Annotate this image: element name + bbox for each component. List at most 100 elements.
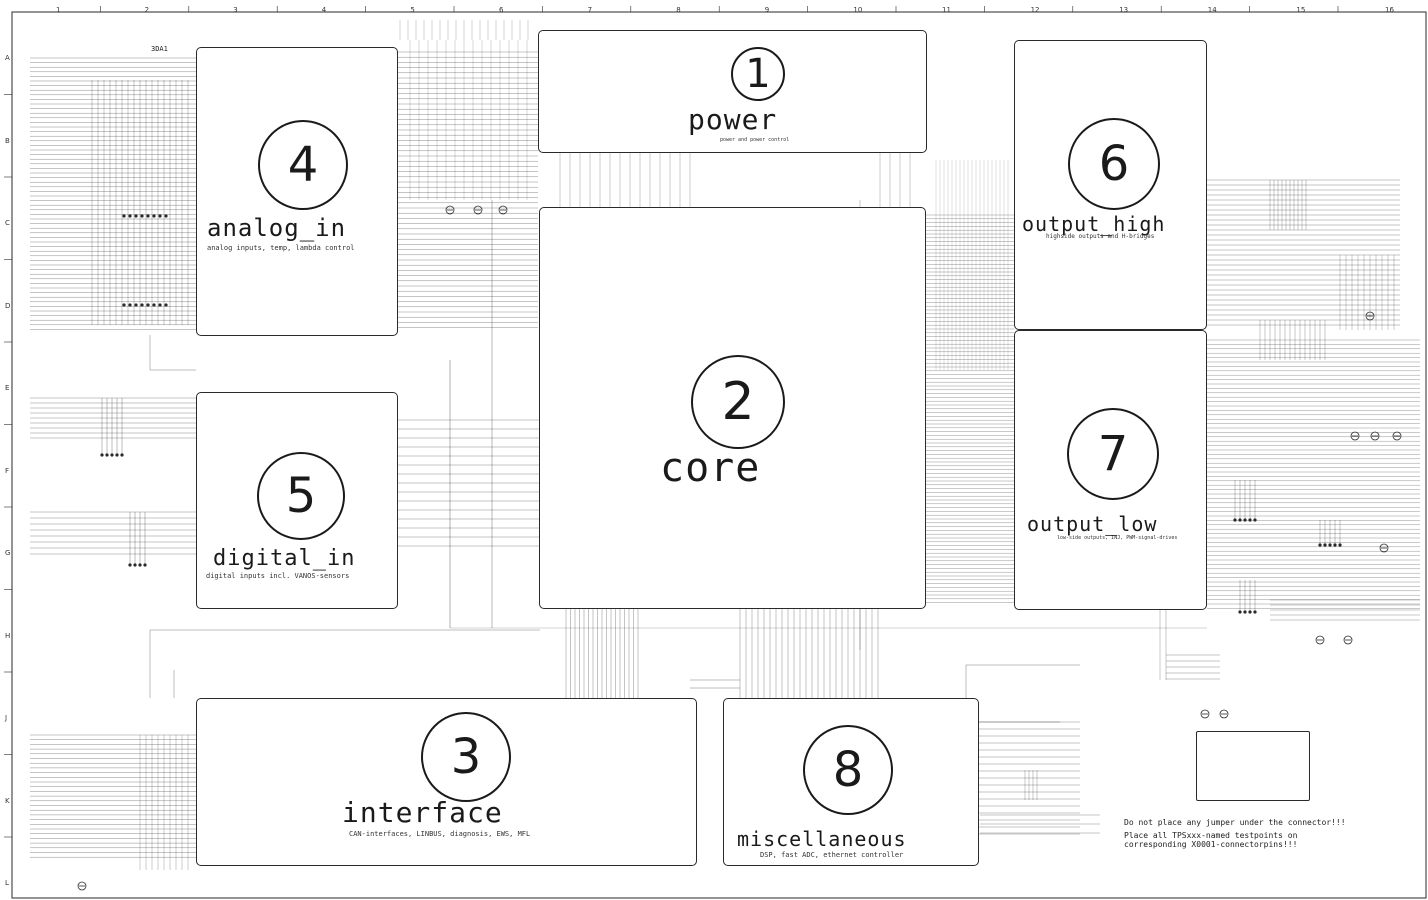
frame-column-3: 3	[233, 6, 238, 14]
junction-dot	[100, 453, 104, 457]
frame-column-4: 4	[321, 6, 327, 14]
junction-dot	[1238, 610, 1242, 614]
frame-column-12: 12	[1030, 6, 1040, 14]
junction-dot	[1248, 610, 1252, 614]
junction-dot	[140, 303, 144, 307]
block-output-high-number: 6	[1068, 118, 1160, 210]
junction-dot	[140, 214, 144, 218]
junction-dot	[1238, 518, 1242, 522]
note-testpoints-1: Place all TPSxxx-named testpoints on	[1124, 831, 1298, 840]
block-core-number: 2	[691, 355, 785, 449]
junction-dot	[1243, 610, 1247, 614]
junction-dot	[1248, 518, 1252, 522]
block-analog-in-number: 4	[258, 120, 348, 210]
junction-dot	[143, 563, 147, 567]
junction-dot	[105, 453, 109, 457]
junction-dot	[164, 303, 168, 307]
ground-symbol	[473, 205, 483, 215]
junction-dot	[146, 214, 150, 218]
junction-dot	[128, 563, 132, 567]
ground-symbol	[77, 881, 87, 891]
frame-column-9: 9	[764, 6, 770, 14]
junction-dot	[1338, 543, 1342, 547]
junction-dot	[122, 303, 126, 307]
block-interface-number: 3	[421, 712, 511, 802]
junction-dot	[115, 453, 119, 457]
frame-row-G: G	[5, 549, 11, 557]
junction-dot	[152, 303, 156, 307]
frame-row-J: J	[5, 714, 8, 722]
junction-dot	[164, 214, 168, 218]
frame-column-6: 6	[499, 6, 504, 14]
junction-dot	[120, 453, 124, 457]
ground-symbol	[1219, 709, 1229, 719]
junction-dot	[1318, 543, 1322, 547]
frame-column-7: 7	[587, 6, 593, 14]
frame-row-B: B	[5, 136, 10, 145]
junction-dot	[128, 214, 132, 218]
frame-column-13: 13	[1119, 6, 1129, 14]
junction-dot	[146, 303, 150, 307]
frame-column-5: 5	[410, 6, 415, 14]
block-digital-in-title: digital_in	[213, 546, 356, 571]
frame-column-2: 2	[144, 6, 150, 14]
block-power-subtitle: power and power control	[720, 137, 790, 143]
junction-dot	[1323, 543, 1327, 547]
block-power[interactable]	[538, 30, 927, 153]
junction-dot	[134, 214, 138, 218]
block-digital-in-subtitle: digital inputs incl. VANOS-sensors	[206, 572, 350, 580]
junction-dot	[128, 303, 132, 307]
frame-column-15: 15	[1296, 6, 1306, 14]
ground-symbol	[1392, 431, 1402, 441]
block-core-title: core	[660, 445, 761, 491]
junction-dot	[138, 563, 142, 567]
frame-row-A: A	[5, 54, 10, 62]
junction-dot	[110, 453, 114, 457]
block-miscellaneous-subtitle: DSP, fast ADC, ethernet controller	[760, 851, 904, 859]
block-output-low-number: 7	[1067, 408, 1159, 500]
ground-symbol	[498, 205, 508, 215]
block-power-title: power	[688, 103, 778, 136]
frame-column-11: 11	[942, 6, 951, 14]
junction-dot	[158, 303, 162, 307]
ground-symbol	[1379, 543, 1389, 553]
frame-column-1: 1	[56, 6, 61, 14]
ref-3da1-label: 3DA1	[151, 45, 168, 53]
block-miscellaneous-number: 8	[803, 725, 893, 815]
frame-column-16: 16	[1385, 6, 1394, 14]
note-jumper: Do not place any jumper under the connec…	[1124, 818, 1346, 827]
block-output-low-subtitle: low-side outputs, INJ, PWM-signal-drives	[1057, 535, 1178, 541]
frame-column-10: 10	[853, 6, 863, 14]
block-interface-subtitle: CAN-interfaces, LINBUS, diagnosis, EWS, …	[349, 830, 531, 838]
junction-dot	[134, 303, 138, 307]
frame-row-K: K	[5, 796, 10, 805]
block-interface-title: interface	[342, 796, 503, 829]
junction-dot	[158, 214, 162, 218]
frame-row-H: H	[5, 631, 11, 640]
note-testpoints-2: corresponding X0001-connectorpins!!!	[1124, 840, 1298, 849]
frame-column-14: 14	[1207, 6, 1217, 14]
junction-dot	[1333, 543, 1337, 547]
legend-box	[1196, 731, 1310, 801]
ground-symbol	[1370, 431, 1380, 441]
junction-dot	[1253, 518, 1257, 522]
frame-row-E: E	[5, 384, 10, 392]
ground-symbol	[1350, 431, 1360, 441]
ground-symbol	[1200, 709, 1210, 719]
frame-row-D: D	[5, 301, 11, 310]
frame-row-C: C	[5, 219, 10, 227]
frame-row-L: L	[5, 879, 9, 887]
block-miscellaneous-title: miscellaneous	[737, 827, 907, 851]
junction-dot	[1328, 543, 1332, 547]
junction-dot	[1233, 518, 1237, 522]
junction-dot	[122, 214, 126, 218]
block-digital-in-number: 5	[257, 452, 345, 540]
block-analog-in-title: analog_in	[207, 214, 347, 242]
ground-symbol	[1315, 635, 1325, 645]
block-analog-in-subtitle: analog inputs, temp, lambda control	[207, 244, 355, 252]
junction-dot	[1243, 518, 1247, 522]
block-output-low-title: output_low	[1027, 512, 1158, 536]
block-output-high-subtitle: highside outputs and H-bridges	[1046, 233, 1155, 240]
ground-symbol	[445, 205, 455, 215]
